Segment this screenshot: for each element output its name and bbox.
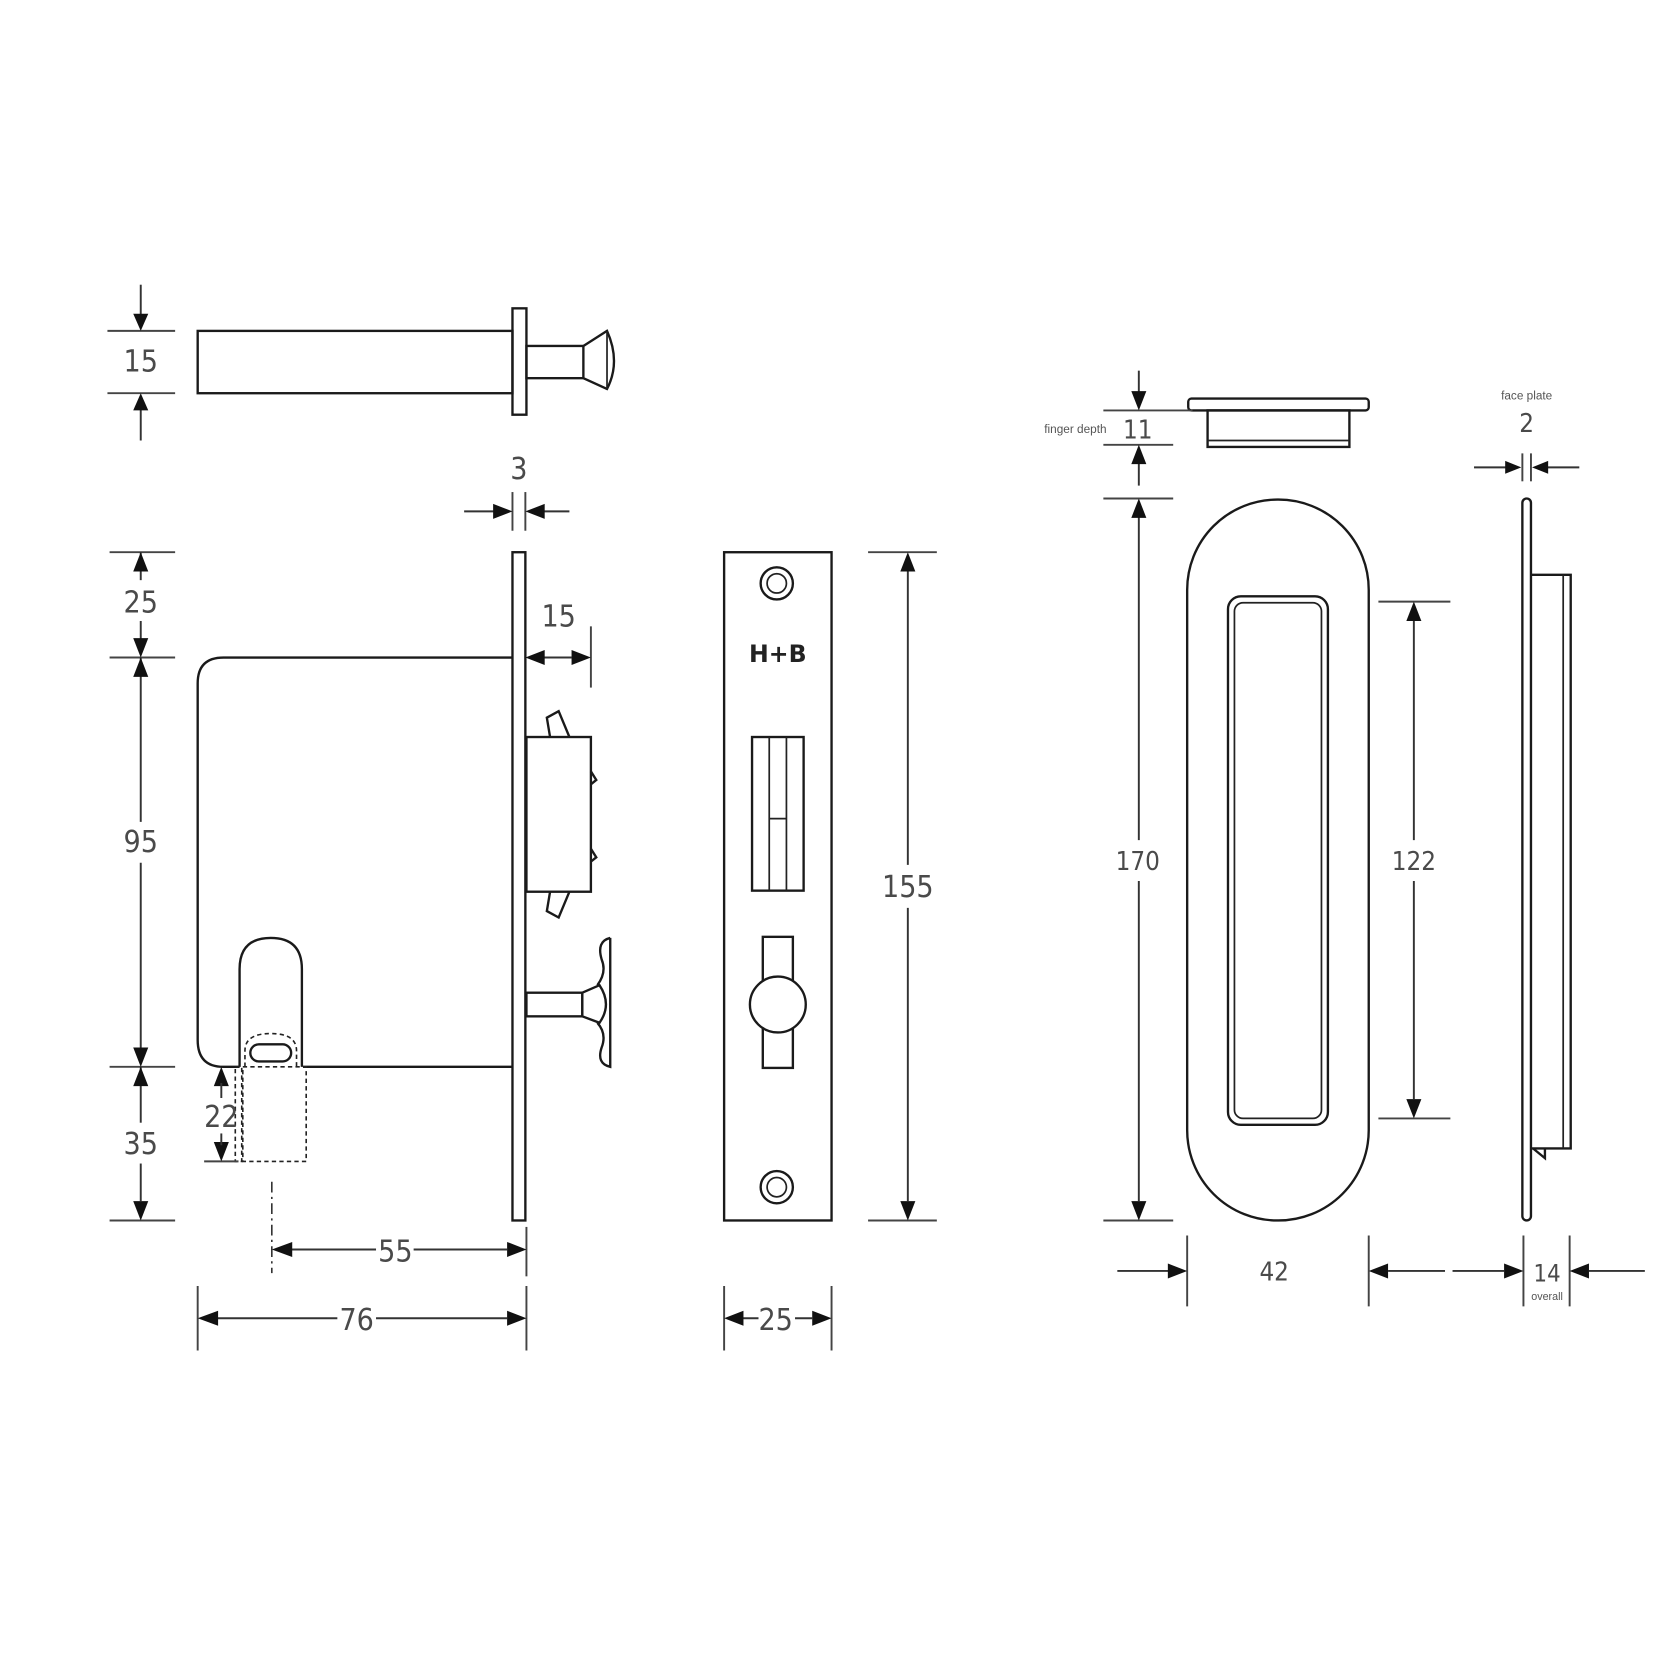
top-offset-value: 25	[124, 585, 158, 620]
brand-mark: H+B	[749, 640, 807, 668]
flush-pull-top-view: 11 finger depth	[1044, 370, 1370, 486]
body-height-value: 95	[124, 825, 158, 860]
pull-side-cup	[1530, 573, 1572, 1150]
dimension-recess-height: 122	[1378, 600, 1451, 1120]
dimension-lock-top-height: 15	[107, 284, 176, 441]
slot-depth-value: 22	[204, 1100, 238, 1135]
faceplate-front	[722, 551, 833, 1222]
lock-case-body	[196, 656, 513, 1069]
thumb-turn	[581, 983, 608, 1025]
dimension-case-depth: 76	[196, 1286, 528, 1351]
lock-case-top	[196, 329, 514, 395]
faceplate-top	[511, 307, 528, 416]
pull-height-value: 170	[1116, 847, 1160, 877]
screw-hole-bottom	[759, 1169, 795, 1205]
dimension-slot-depth: 22	[204, 1066, 239, 1163]
pull-side-plate	[1521, 497, 1533, 1222]
finger-depth-value: 11	[1123, 415, 1153, 445]
dimension-faceplate-width: 25	[723, 1286, 833, 1351]
latch-bolt	[525, 735, 593, 893]
faceplate-width-value: 25	[758, 1303, 792, 1338]
dimension-face-plate: face plate	[1474, 389, 1580, 482]
dimension-bolt-projection: 15	[525, 599, 592, 688]
overall-label: overall	[1531, 1291, 1563, 1303]
pull-recess-inner	[1233, 601, 1323, 1120]
dimension-left-chain: 25 95 35	[109, 551, 176, 1222]
case-depth-value: 76	[339, 1303, 373, 1338]
screw-hole-top	[759, 566, 795, 601]
slot-hole	[249, 1043, 293, 1063]
dimension-backset: 55	[271, 1226, 528, 1277]
lock-faceplate-side	[511, 551, 527, 1222]
flush-pull-side-view: face plate 2 14 overall	[1452, 389, 1645, 1307]
pull-recess-outer	[1226, 595, 1330, 1127]
backset-value: 55	[378, 1234, 412, 1269]
recess-height-value: 122	[1392, 847, 1436, 877]
bottom-offset-value: 35	[124, 1127, 158, 1162]
pull-outer-plate	[1185, 498, 1370, 1222]
bolt-projection-value: 15	[541, 599, 575, 634]
face-plate-value: 2	[1519, 409, 1534, 439]
dimension-faceplate-thickness: 3	[464, 452, 570, 531]
finger-depth-label: finger depth	[1044, 422, 1106, 436]
pull-width-value: 42	[1259, 1258, 1289, 1288]
lock-top-view: 15	[107, 284, 616, 441]
face-plate-label: face plate	[1501, 389, 1553, 403]
pull-flange-top	[1187, 397, 1370, 412]
lock-side-view: 3 15	[109, 452, 612, 1351]
overall-depth-value: 14	[1534, 1260, 1561, 1288]
dimension-pull-height: 170	[1103, 497, 1174, 1222]
thumb-turn-spindle	[525, 991, 584, 1018]
dimension-faceplate-height: 155	[868, 551, 937, 1222]
faceplate-front-view: H+B 155 25	[722, 551, 937, 1351]
lock-top-height-value: 15	[124, 345, 158, 380]
faceplate-height-value: 155	[882, 870, 934, 905]
flush-pull-front-view: 170 122 42	[1103, 497, 1451, 1307]
turn-knob-top	[582, 329, 616, 391]
latch-opening	[750, 735, 805, 892]
spindle-slot	[238, 936, 304, 1067]
faceplate-thickness-value: 3	[510, 452, 527, 487]
dimension-overall-depth: 14 overall	[1452, 1235, 1645, 1307]
dimension-finger-depth: 11 finger depth	[1044, 370, 1193, 486]
dimension-pull-width: 42	[1117, 1235, 1446, 1307]
pull-cup-top	[1206, 409, 1351, 449]
